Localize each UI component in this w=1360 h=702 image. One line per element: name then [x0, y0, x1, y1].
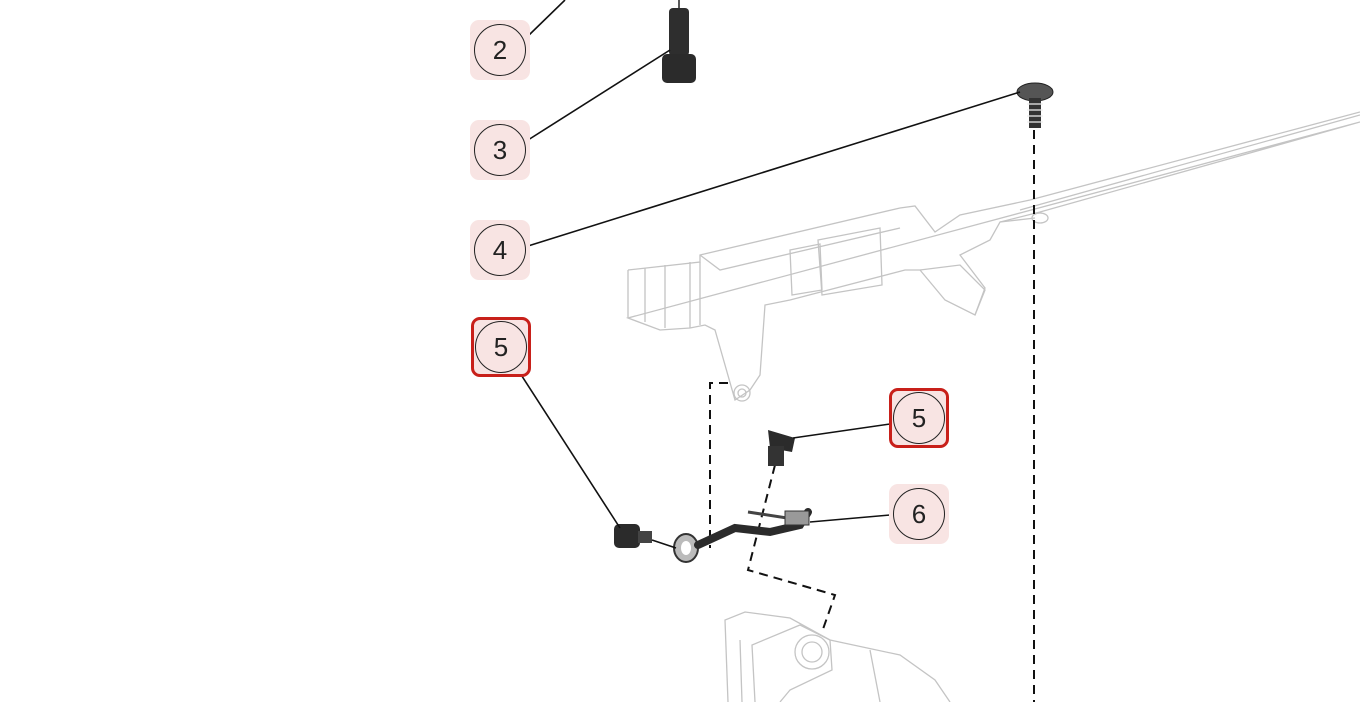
callout-3[interactable]: 3: [470, 120, 530, 180]
callout-5-highlighted[interactable]: 5: [471, 317, 531, 377]
callout-4[interactable]: 4: [470, 220, 530, 280]
housing-bracket-part: [625, 111, 1360, 402]
lower-bracket-part: [724, 611, 951, 702]
screw-part-5a: [614, 524, 652, 548]
screw-part-4: [1016, 82, 1054, 128]
callout-2[interactable]: 2: [470, 20, 530, 80]
screw-part-3: [662, 0, 696, 83]
callout-number: 5: [893, 392, 945, 444]
callout-number: 3: [474, 124, 526, 176]
callout-number: 6: [893, 488, 945, 540]
callout-number: 5: [475, 321, 527, 373]
callout-number: 4: [474, 224, 526, 276]
callout-5-highlighted[interactable]: 5: [889, 388, 949, 448]
callout-number: 2: [474, 24, 526, 76]
screw-part-5b: [768, 430, 795, 466]
callout-6[interactable]: 6: [889, 484, 949, 544]
ground-cable-part-6: [651, 508, 812, 563]
